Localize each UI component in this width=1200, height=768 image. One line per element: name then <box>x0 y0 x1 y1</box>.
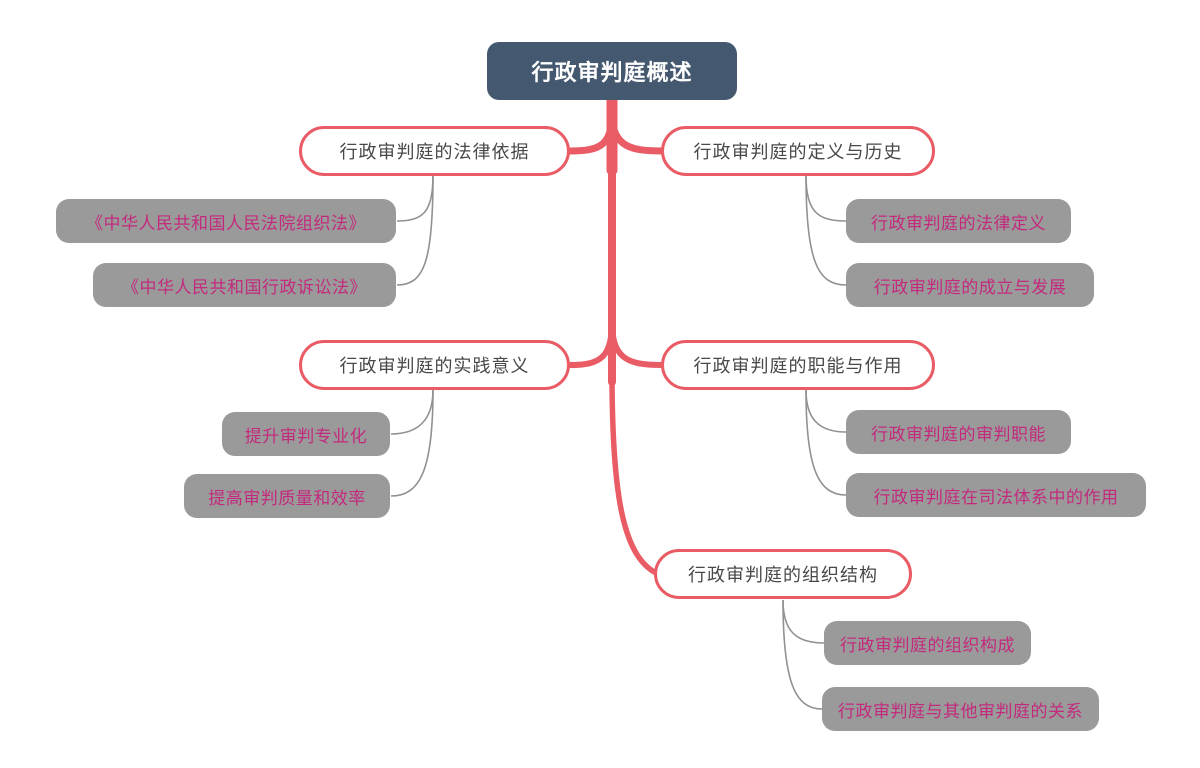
branch-node-organizational-structure[interactable]: 行政审判庭的组织结构 <box>654 549 912 599</box>
root-node[interactable]: 行政审判庭概述 <box>487 42 737 100</box>
branch-connector-4 <box>608 315 665 368</box>
sub-node-legal-definition[interactable]: 行政审判庭的法律定义 <box>846 199 1071 243</box>
branch-connector-1 <box>566 102 616 155</box>
sub-connector-2b <box>805 175 847 286</box>
sub-node-organizational-composition[interactable]: 行政审判庭的组织构成 <box>824 621 1031 665</box>
sub-node-adjudication-function[interactable]: 行政审判庭的审判职能 <box>846 410 1071 454</box>
sub-connector-5b <box>782 599 823 710</box>
sub-node-role-in-judicial-system[interactable]: 行政审判庭在司法体系中的作用 <box>846 473 1146 517</box>
sub-node-administrative-procedure-law[interactable]: 《中华人民共和国行政诉讼法》 <box>93 263 396 307</box>
sub-connector-3a <box>390 389 434 435</box>
branch-connector-3 <box>567 315 616 368</box>
sub-node-court-organization-law[interactable]: 《中华人民共和国人民法院组织法》 <box>56 199 396 243</box>
branch-node-legal-basis[interactable]: 行政审判庭的法律依据 <box>299 126 570 176</box>
sub-node-professionalization[interactable]: 提升审判专业化 <box>222 412 390 456</box>
branch-node-practical-significance[interactable]: 行政审判庭的实践意义 <box>299 340 570 390</box>
sub-connector-1a <box>396 175 434 222</box>
sub-connector-3b <box>390 389 434 497</box>
sub-node-relationship-other-tribunals[interactable]: 行政审判庭与其他审判庭的关系 <box>822 687 1099 731</box>
sub-connector-1b <box>396 175 434 286</box>
branch-connector-2 <box>608 102 666 155</box>
sub-connector-5a <box>782 599 825 644</box>
branch-node-definition-history[interactable]: 行政审判庭的定义与历史 <box>661 126 935 176</box>
sub-connector-4b <box>805 389 847 496</box>
branch-node-functions-role[interactable]: 行政审判庭的职能与作用 <box>661 340 935 390</box>
sub-node-establishment-development[interactable]: 行政审判庭的成立与发展 <box>846 263 1094 307</box>
sub-connector-4a <box>805 389 847 433</box>
sub-connector-2a <box>805 175 847 222</box>
trunk-connector-to-branch-5 <box>609 369 661 577</box>
sub-node-quality-efficiency[interactable]: 提高审判质量和效率 <box>184 474 390 518</box>
